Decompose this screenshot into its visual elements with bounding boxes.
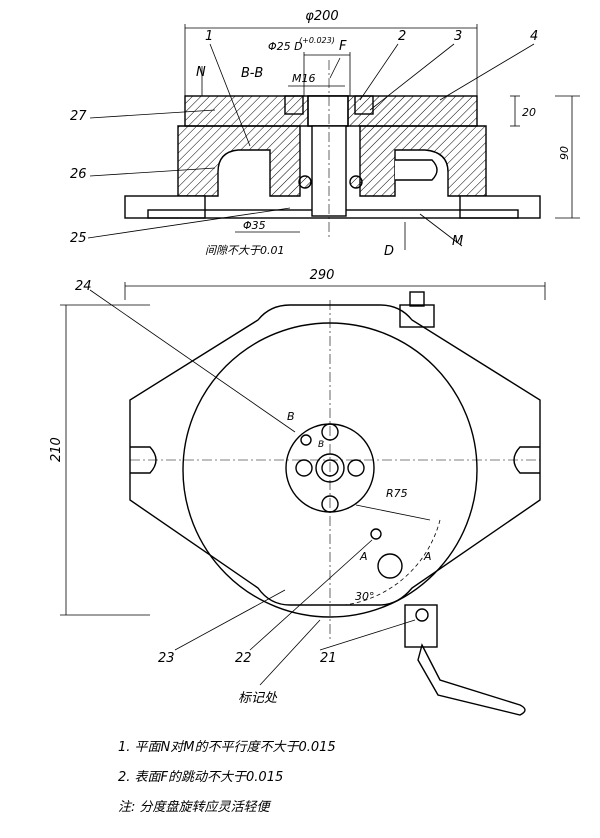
part-27: 27 — [70, 109, 87, 124]
dim-phi25: Φ25 D — [268, 40, 303, 53]
dim-phi35: Φ35 — [243, 219, 266, 232]
part-22: 22 — [235, 651, 252, 666]
part-3: 3 — [454, 29, 462, 44]
plan-view — [60, 282, 546, 716]
note-1: 1. 平面N对M的不平行度不大于0.015 — [118, 740, 336, 755]
part-25: 25 — [70, 231, 87, 246]
section-bb-label: B-B — [241, 66, 263, 81]
body — [177, 125, 301, 197]
view-a-right: A — [423, 550, 432, 563]
dim-angle30: 30° — [355, 590, 375, 603]
section-b-lower: B — [318, 440, 324, 450]
dim-phi25-tolerance: (+0.023) — [299, 36, 335, 45]
part-23: 23 — [158, 651, 175, 666]
base-outline — [129, 304, 541, 606]
part-24: 24 — [75, 279, 92, 294]
view-d-label: D — [384, 244, 394, 259]
dim-90: 90 — [558, 146, 571, 160]
gap-note: 间隙不大于0.01 — [205, 244, 285, 257]
dim-phi200: φ200 — [305, 9, 338, 24]
dim-20: 20 — [522, 106, 536, 119]
surface-f-label: F — [339, 39, 347, 54]
section-view — [87, 24, 580, 250]
note-3: 注: 分度盘旋转应灵活轻便 — [118, 800, 270, 815]
surface-m-label: M — [452, 234, 463, 249]
section-b-upper: B — [287, 410, 295, 423]
dim-r75: R75 — [386, 487, 408, 500]
mark-place-label: 标记处 — [238, 691, 278, 706]
view-a-left: A — [359, 550, 368, 563]
part-2: 2 — [398, 29, 406, 44]
dim-210: 210 — [49, 437, 64, 462]
part-21: 21 — [320, 651, 337, 666]
part-4: 4 — [530, 29, 538, 44]
part-1: 1 — [205, 29, 213, 44]
note-2: 2. 表面F的跳动不大于0.015 — [118, 770, 284, 785]
dim-m16: M16 — [292, 72, 316, 85]
dim-290: 290 — [310, 268, 335, 283]
part-26: 26 — [70, 167, 87, 182]
surface-n-label: N — [196, 65, 206, 80]
